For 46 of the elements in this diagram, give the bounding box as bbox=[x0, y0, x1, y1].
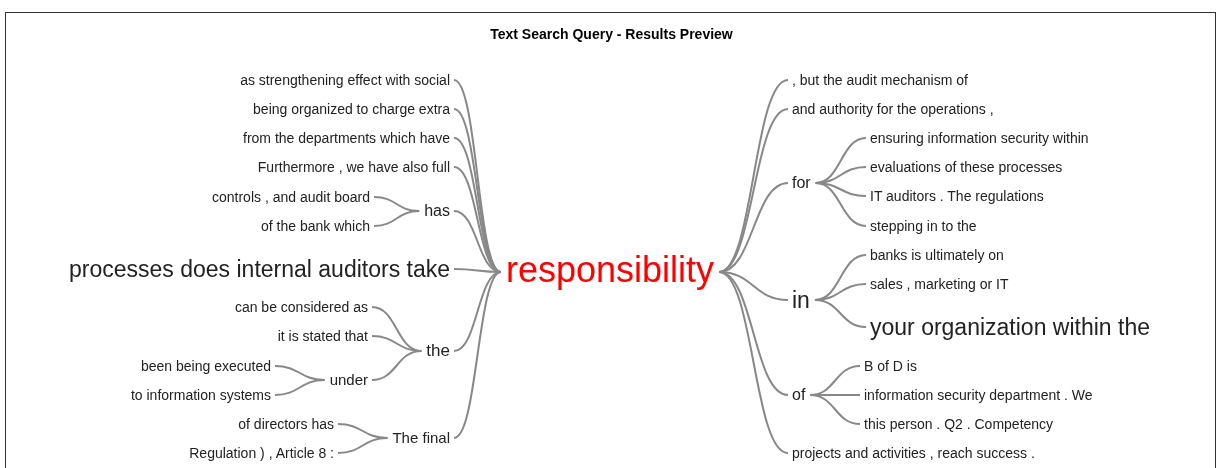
branch-line bbox=[371, 350, 423, 381]
phrase-text: this person . Q2 . Competency bbox=[864, 415, 1054, 433]
root-word: responsibility bbox=[506, 249, 715, 291]
branch-line bbox=[813, 299, 867, 328]
phrase-text: banks is ultimately on bbox=[870, 246, 1004, 264]
phrase-text: ensuring information security within bbox=[870, 129, 1089, 147]
branch-line bbox=[718, 271, 789, 454]
phrase-text: being organized to charge extra bbox=[253, 100, 450, 118]
phrase-text: Regulation ) , Article 8 : bbox=[189, 444, 334, 462]
branch-line bbox=[809, 394, 861, 425]
branch-line bbox=[453, 271, 502, 352]
phrase-text: has bbox=[424, 201, 450, 221]
phrase-text: projects and activities , reach success . bbox=[792, 444, 1035, 462]
phrase-text: to information systems bbox=[130, 386, 271, 404]
branch-line bbox=[373, 210, 421, 227]
chart-title: Text Search Query - Results Preview bbox=[489, 26, 734, 42]
phrase-text: The final bbox=[392, 429, 450, 447]
phrase-text: evaluations of these processes bbox=[870, 158, 1063, 176]
branch-line bbox=[274, 379, 326, 396]
phrase-text: for bbox=[792, 173, 811, 193]
branch-line bbox=[453, 166, 502, 273]
branch-line bbox=[814, 182, 867, 227]
phrase-text: it is stated that bbox=[277, 327, 368, 345]
phrase-text: of directors has bbox=[238, 415, 334, 433]
phrase-text: Furthermore , we have also full bbox=[257, 158, 450, 176]
phrase-text: the bbox=[426, 341, 450, 361]
phrase-text: processes does internal auditors take bbox=[69, 255, 450, 283]
phrase-text: as strengthening effect with social bbox=[240, 71, 450, 89]
phrase-text: stepping in to the bbox=[870, 217, 977, 235]
phrase-text: B of D is bbox=[864, 357, 917, 375]
phrase-text: controls , and audit board bbox=[212, 188, 370, 206]
phrase-text: been being executed bbox=[141, 357, 271, 375]
phrase-text: IT auditors . The regulations bbox=[870, 187, 1044, 205]
phrase-text: can be considered as bbox=[234, 298, 368, 316]
phrase-text: of the bank which bbox=[261, 217, 370, 235]
phrase-text: information security department . We bbox=[864, 386, 1093, 404]
phrase-text: in bbox=[792, 286, 810, 314]
phrase-text: under bbox=[329, 371, 368, 389]
branch-line bbox=[337, 437, 389, 454]
phrase-text: from the departments which have bbox=[243, 129, 450, 147]
phrase-text: of bbox=[792, 385, 806, 405]
phrase-text: and authority for the operations , bbox=[792, 100, 994, 118]
phrase-text: your organization within the bbox=[870, 313, 1150, 341]
phrase-text: sales , marketing or IT bbox=[870, 275, 1009, 293]
branch-line bbox=[453, 271, 502, 439]
phrase-text: , but the audit mechanism of bbox=[792, 71, 968, 89]
